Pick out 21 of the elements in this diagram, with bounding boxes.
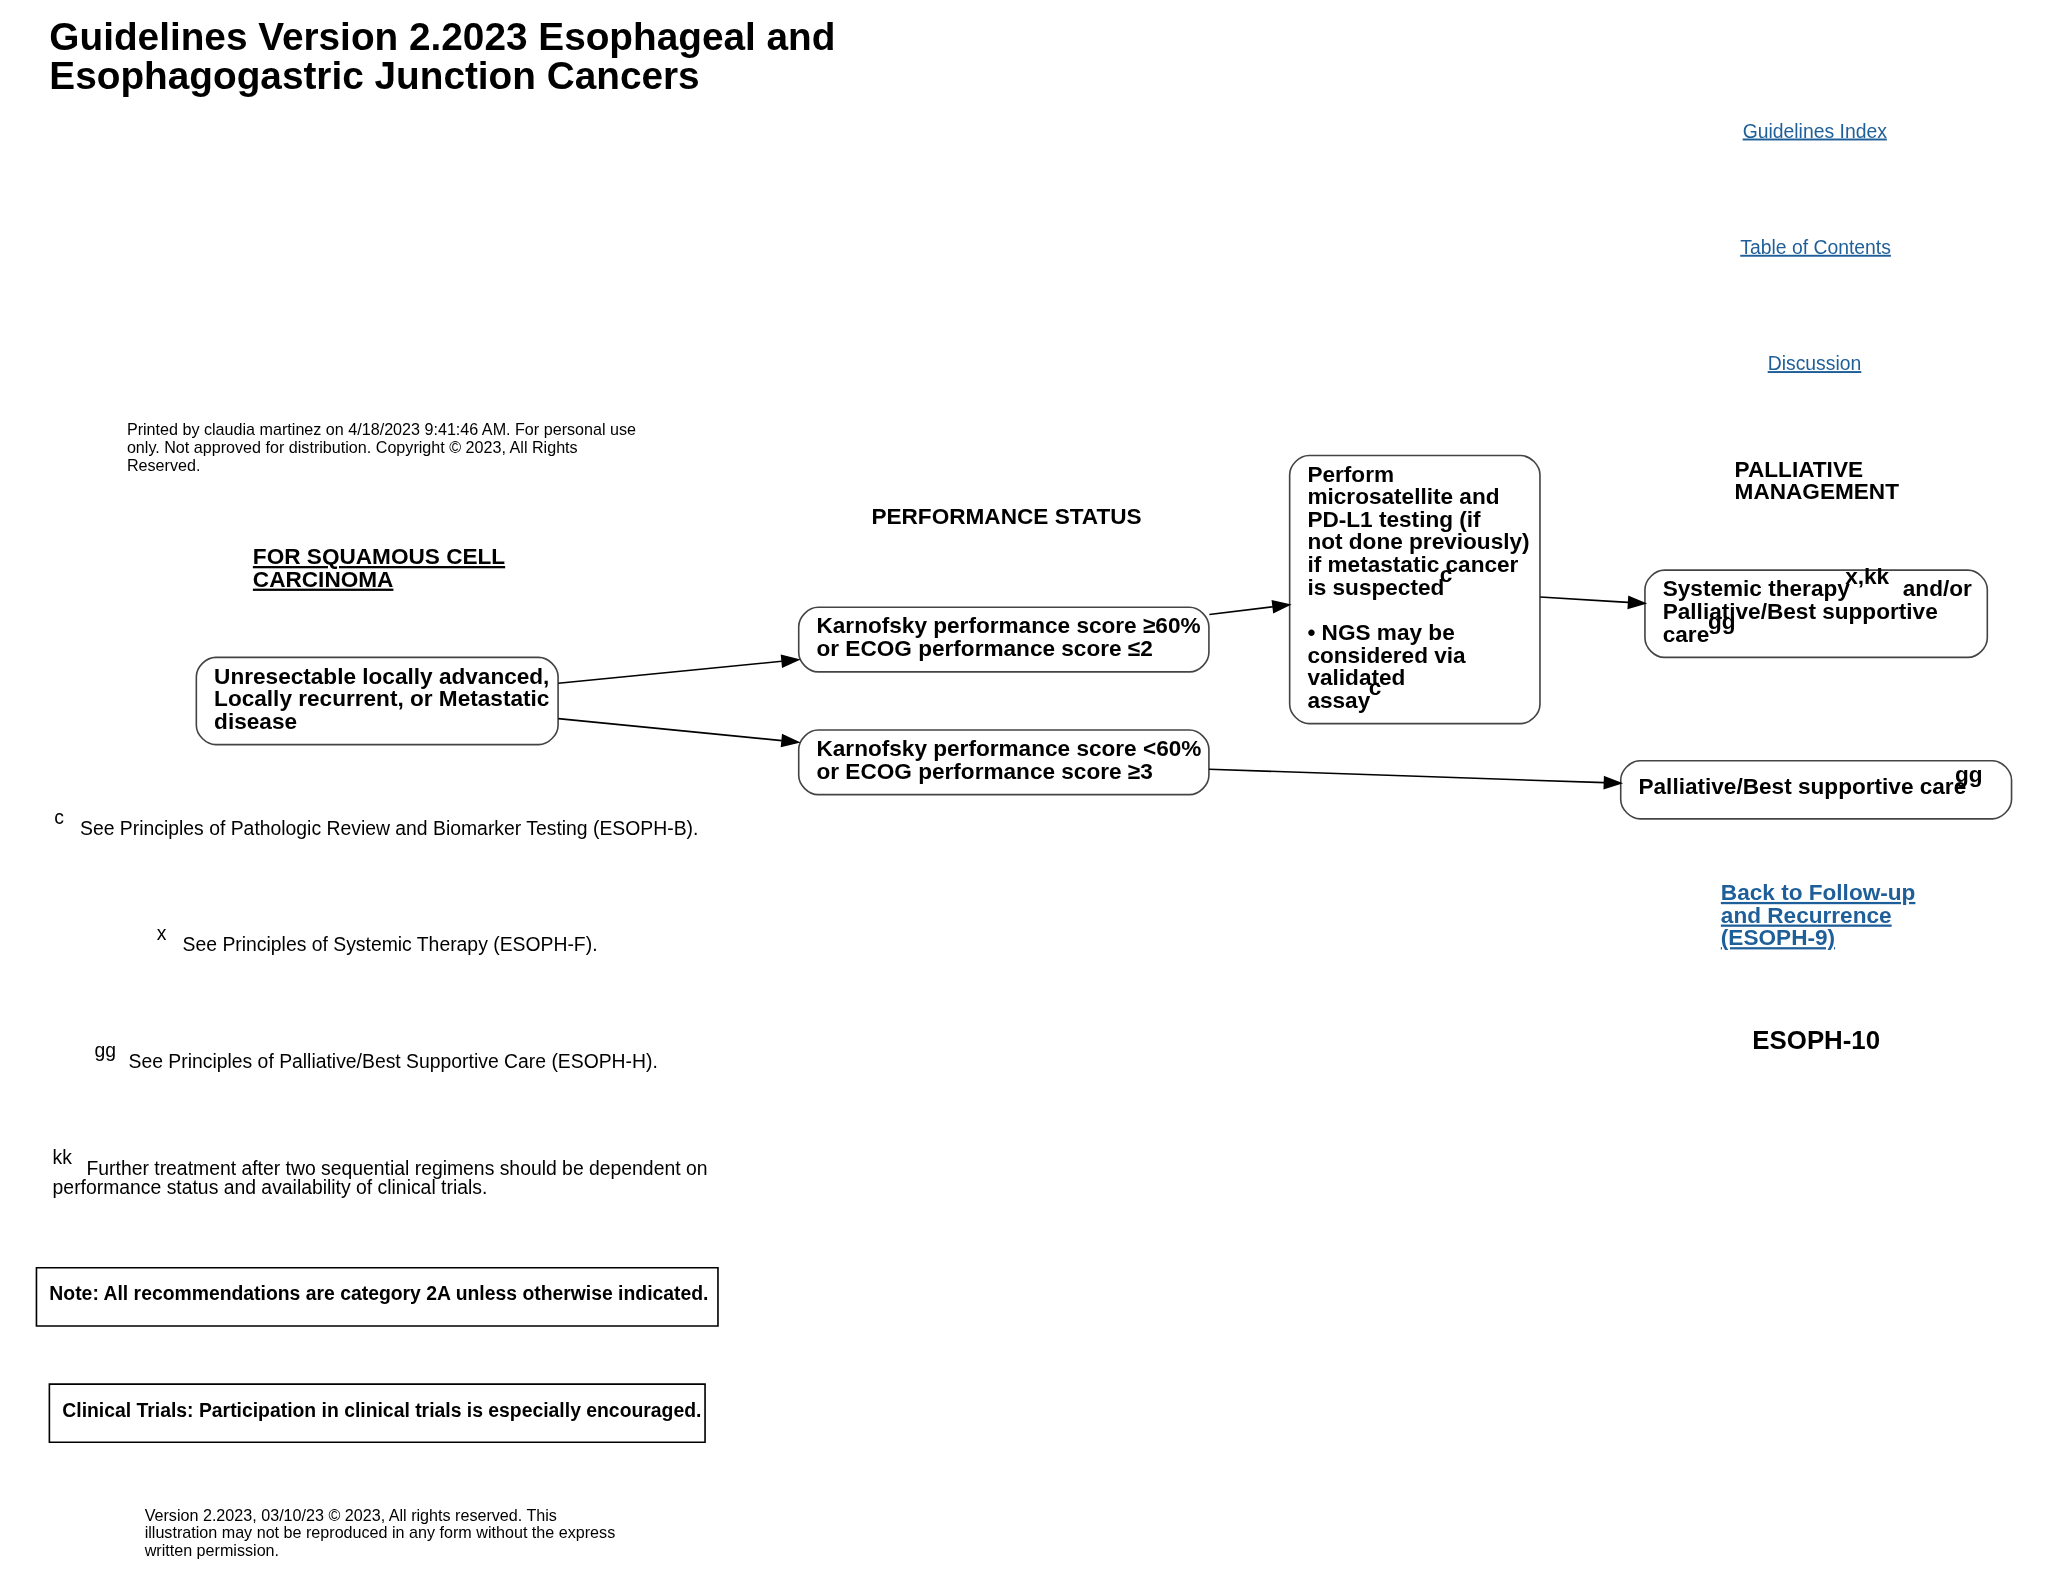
arrow	[1208, 768, 1624, 790]
label: Version 2.2023, 03/10/23 © 2023, All rights reserved. This illustration may not be reproduced in any form without the express written permission.	[144, 1505, 616, 1560]
label: Discussion	[1767, 352, 1862, 375]
arrow	[557, 717, 801, 748]
label: PALLIATIVE MANAGEMENT	[1734, 456, 1900, 505]
arrow	[557, 654, 801, 685]
label: PERFORMANCE STATUS	[871, 504, 1142, 530]
label: Clinical Trials: Participation in clinical trials is especially encouraged.	[62, 1398, 702, 1421]
label: ESOPH-10	[1752, 1026, 1881, 1055]
node-box: Karnofsky performance score <60% or ECOG performance score ≥3	[797, 729, 1210, 796]
arrow	[1208, 600, 1292, 616]
label: FOR SQUAMOUS CELL CARCINOMA	[252, 544, 506, 592]
label: Table of Contents	[1740, 235, 1891, 258]
label: Note: All recommendations are category 2A unless otherwise indicated.	[49, 1282, 709, 1305]
arrow	[1539, 595, 1648, 610]
diagram-title: Guidelines Version 2.2023 Esophageal and Esophagogastric Junction Cancers	[49, 15, 836, 98]
label: Printed by claudia martinez on 4/18/2023 9:41:46 AM. For personal use only. Not approved for distribution. Copyright © 2023, All Rights Reserved.	[126, 420, 637, 474]
node-box: Karnofsky performance score ≥60% or ECOG performance score ≤2	[797, 606, 1210, 673]
label: Back to Follow-up and Recurrence (ESOPH-9)	[1720, 879, 1916, 951]
node-box: Unresectable locally advanced, Locally recurrent, or Metastatic disease	[195, 656, 559, 746]
label: Guidelines Index	[1742, 119, 1887, 142]
